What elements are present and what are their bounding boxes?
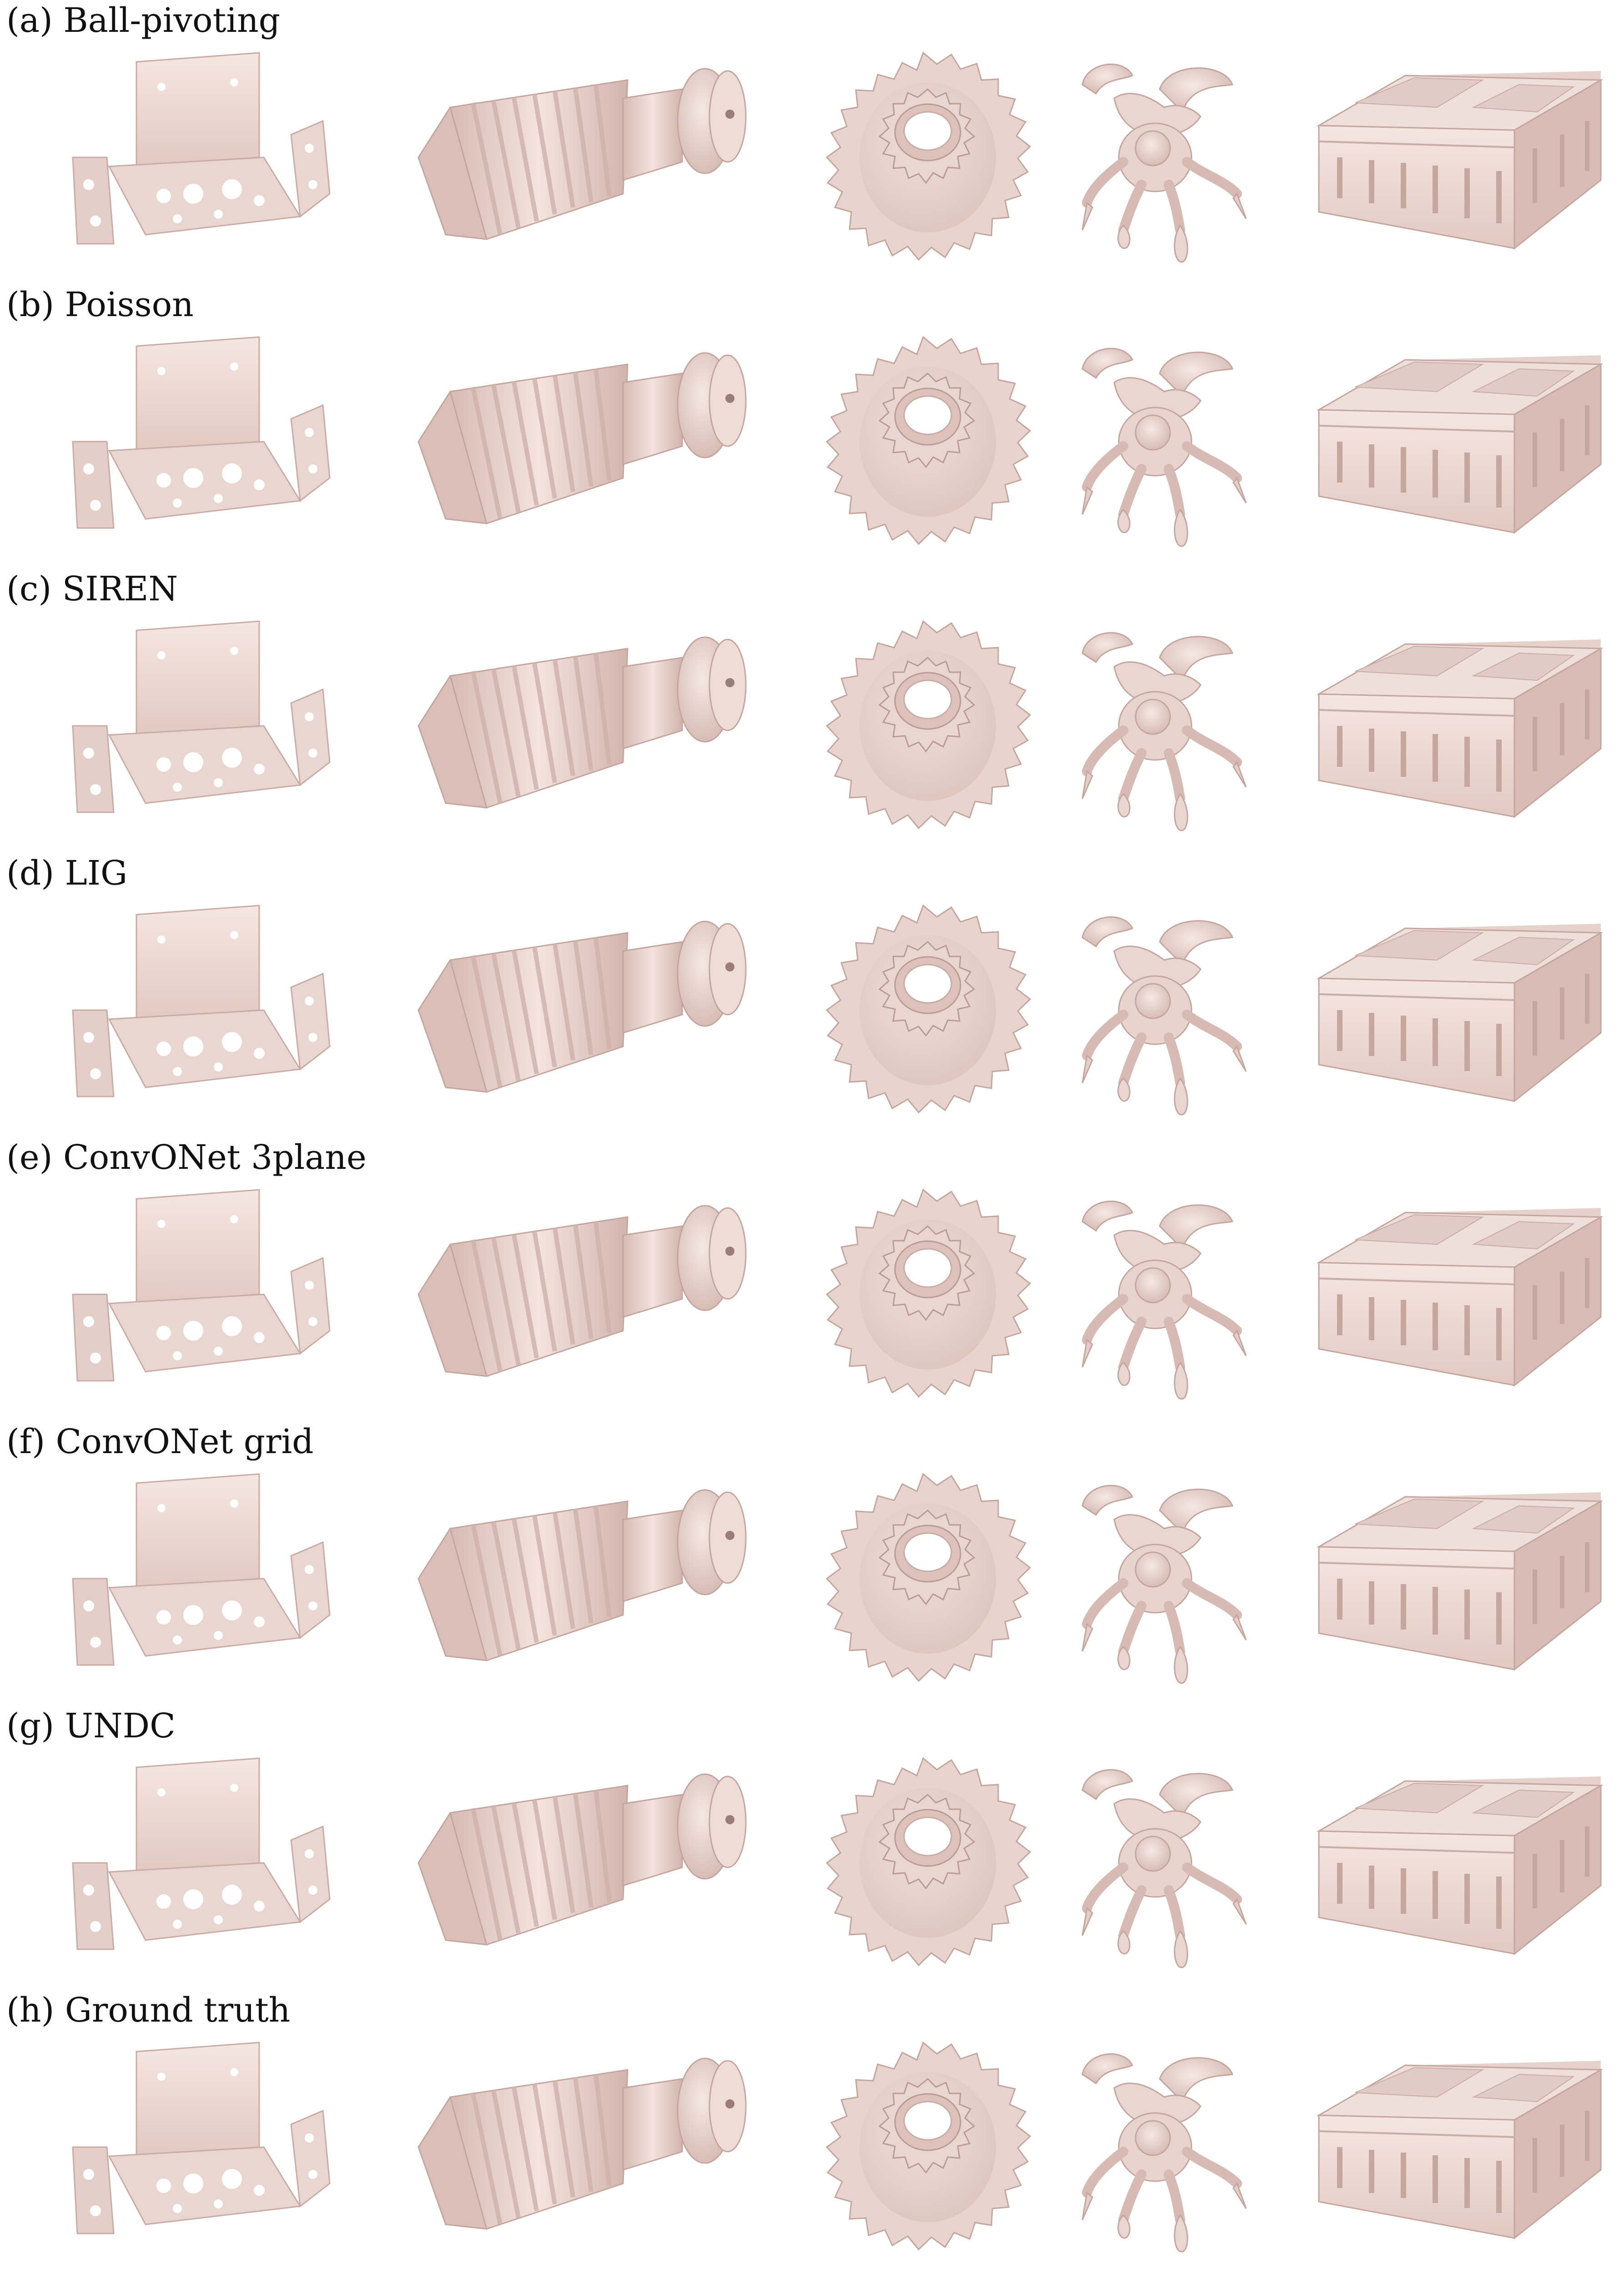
bracket-render (64, 2033, 346, 2261)
row-lig: (d) LIG (0, 853, 1624, 1137)
building-render (1301, 1749, 1619, 1977)
bracket-render (64, 328, 346, 555)
creature-render (1055, 896, 1301, 1124)
gear-render (791, 1749, 1055, 1977)
creature-render (1055, 612, 1301, 840)
row-undc: (g) UNDC (0, 1706, 1624, 1990)
building-render (1301, 328, 1619, 555)
row-label: (g) UNDC (6, 1706, 176, 1746)
threaded-shaft-render (409, 896, 782, 1124)
row-label: (f) ConvONet grid (6, 1422, 314, 1461)
creature-render (1055, 1749, 1301, 1977)
building-render (1301, 612, 1619, 840)
row-label: (d) LIG (6, 854, 128, 893)
row-convonet-grid: (f) ConvONet grid (0, 1421, 1624, 1706)
threaded-shaft-render (409, 612, 782, 840)
gear-render (791, 896, 1055, 1124)
creature-render (1055, 1181, 1301, 1408)
row-siren: (c) SIREN (0, 568, 1624, 853)
threaded-shaft-render (409, 2033, 782, 2261)
building-render (1301, 2033, 1619, 2261)
gear-render (791, 612, 1055, 840)
threaded-shaft-render (409, 1181, 782, 1408)
bracket-render (64, 44, 346, 271)
creature-render (1055, 1465, 1301, 1692)
gear-render (791, 328, 1055, 555)
row-label: (c) SIREN (6, 569, 178, 609)
building-render (1301, 1181, 1619, 1408)
threaded-shaft-render (409, 1465, 782, 1692)
row-ball-pivoting: (a) Ball-pivoting (0, 0, 1624, 284)
creature-render (1055, 44, 1301, 271)
creature-render (1055, 2033, 1301, 2261)
building-render (1301, 896, 1619, 1124)
gear-render (791, 1465, 1055, 1692)
threaded-shaft-render (409, 1749, 782, 1977)
row-label: (a) Ball-pivoting (6, 1, 281, 40)
threaded-shaft-render (409, 328, 782, 555)
threaded-shaft-render (409, 44, 782, 271)
building-render (1301, 1465, 1619, 1692)
bracket-render (64, 896, 346, 1124)
creature-render (1055, 328, 1301, 555)
bracket-render (64, 1181, 346, 1408)
gear-render (791, 44, 1055, 271)
bracket-render (64, 1465, 346, 1692)
row-poisson: (b) Poisson (0, 284, 1624, 568)
bracket-render (64, 1749, 346, 1977)
gear-render (791, 1181, 1055, 1408)
row-label: (e) ConvONet 3plane (6, 1138, 367, 1177)
row-label: (h) Ground truth (6, 1991, 291, 2030)
row-convonet-3plane: (e) ConvONet 3plane (0, 1137, 1624, 1421)
row-ground-truth: (h) Ground truth (0, 1990, 1624, 2274)
bracket-render (64, 612, 346, 840)
building-render (1301, 44, 1619, 271)
gear-render (791, 2033, 1055, 2261)
row-label: (b) Poisson (6, 285, 194, 324)
